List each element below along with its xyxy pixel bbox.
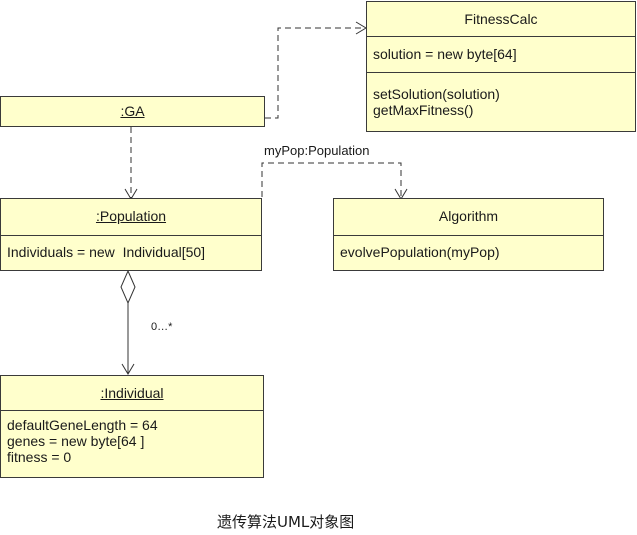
- individual-object[interactable]: :Individual defaultGeneLength = 64 genes…: [0, 375, 264, 478]
- algorithm-title: Algorithm: [334, 199, 603, 236]
- individual-attribute: defaultGeneLength = 64: [7, 417, 158, 433]
- multiplicity-label: 0…*: [151, 321, 173, 333]
- algorithm-operation: evolvePopulation(myPop): [340, 244, 500, 260]
- population-object[interactable]: :Population Individuals = new Individual…: [0, 198, 262, 271]
- fitnesscalc-operation: getMaxFitness(): [373, 102, 474, 118]
- population-attribute: Individuals = new Individual[50]: [7, 244, 206, 260]
- population-title: :Population: [1, 199, 261, 236]
- individual-attribute: fitness = 0: [7, 449, 72, 465]
- fitnesscalc-attributes: solution = new byte[64]: [367, 37, 635, 73]
- fitnesscalc-title: FitnessCalc: [367, 2, 635, 37]
- algorithm-object[interactable]: Algorithm evolvePopulation(myPop): [333, 198, 604, 271]
- diagram-caption: 遗传算法UML对象图: [217, 513, 355, 531]
- fitnesscalc-operation: setSolution(solution): [373, 86, 500, 102]
- population-to-algorithm-dependency: [261, 162, 402, 198]
- fitnesscalc-object[interactable]: FitnessCalc solution = new byte[64] setS…: [366, 1, 636, 132]
- ga-object[interactable]: :GA: [0, 96, 265, 127]
- population-attributes: Individuals = new Individual[50]: [1, 236, 261, 260]
- aggregation-diamond: [120, 269, 136, 305]
- fitnesscalc-operations: setSolution(solution) getMaxFitness(): [367, 73, 635, 118]
- individual-attribute: genes = new byte[64 ]: [7, 433, 145, 449]
- ga-to-fitnesscalc-dependency: [265, 27, 365, 119]
- individual-attributes: defaultGeneLength = 64 genes = new byte[…: [1, 411, 263, 465]
- mypop-link-label: myPop:Population: [264, 143, 370, 158]
- fitnesscalc-attribute: solution = new byte[64]: [373, 46, 517, 62]
- population-to-individual-arrowhead: [121, 363, 135, 375]
- algorithm-operations: evolvePopulation(myPop): [334, 236, 603, 260]
- ga-title: :GA: [120, 103, 145, 119]
- individual-title: :Individual: [1, 376, 263, 411]
